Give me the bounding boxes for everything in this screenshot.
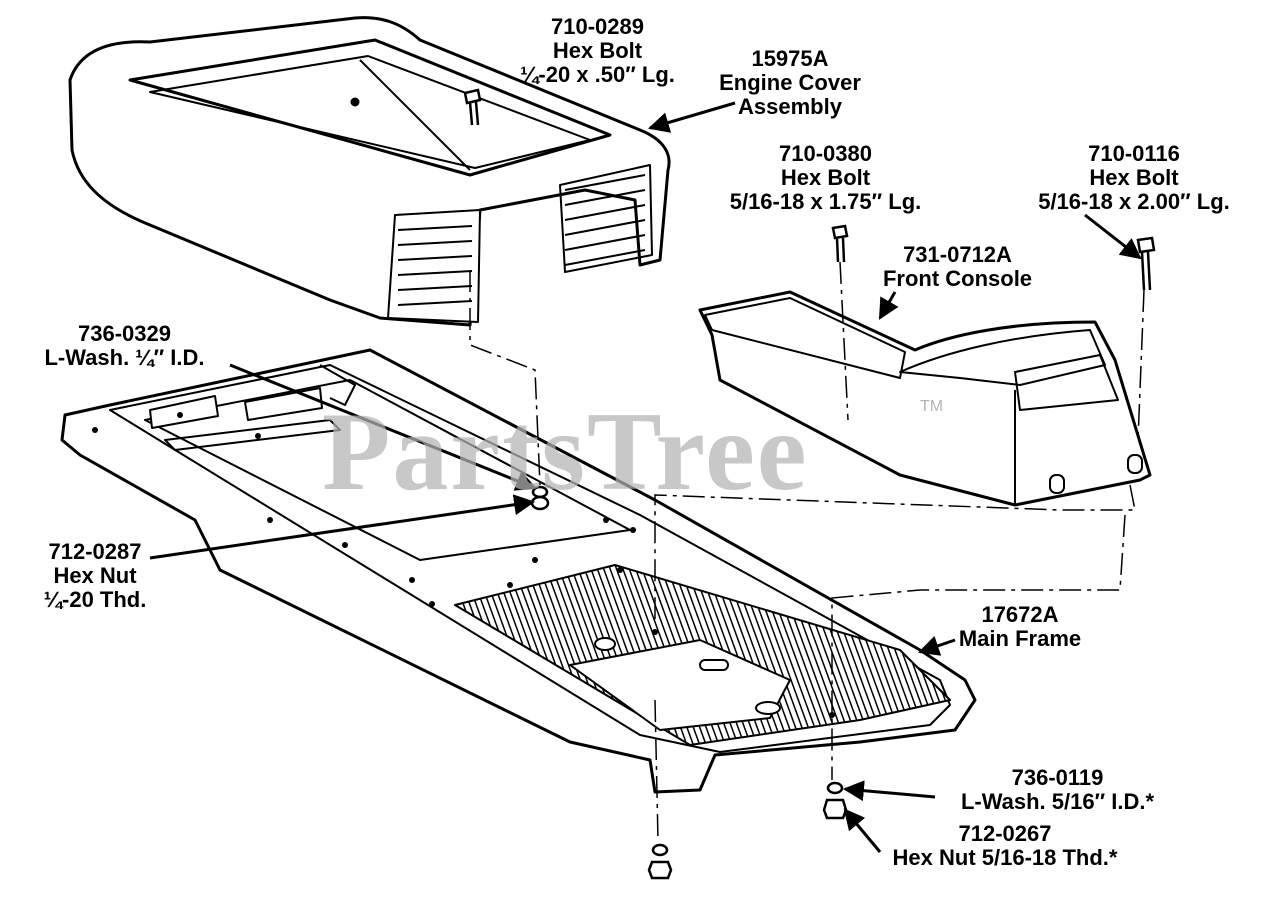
watermark: PartsTree (322, 390, 809, 514)
part-number: 712-0267 (958, 821, 1052, 846)
callout-front-console-731-0712A: 731-0712A Front Console (860, 243, 1055, 291)
part-number: 736-0329 (78, 321, 171, 346)
part-name: Hex Bolt (552, 38, 643, 63)
part-name: Hex Bolt (1089, 165, 1179, 190)
callout-hex-bolt-710-0289: 710-0289 Hex Bolt ¼-20 x .50″ Lg. (490, 15, 705, 87)
part-name: Hex Bolt (780, 165, 871, 190)
part-number: 710-0289 (551, 14, 644, 39)
callout-lock-washer-736-0329: 736-0329 L-Wash. ¼″ I.D. (12, 322, 237, 370)
callout-lock-washer-736-0119: 736-0119 L-Wash. 5/16″ I.D.* (930, 766, 1185, 814)
part-spec: 5/16-18 x 1.75″ Lg. (729, 189, 922, 214)
part-number: 736-0119 (1011, 765, 1104, 790)
assembly-center-lines (469, 261, 1145, 841)
callout-engine-cover-15975A: 15975A Engine Cover Assembly (700, 47, 880, 119)
callout-main-frame-17672A: 17672A Main Frame (940, 603, 1100, 651)
part-name: Main Frame (958, 626, 1082, 651)
part-name: Hex Nut (53, 563, 137, 588)
callout-hex-bolt-710-0116: 710-0116 Hex Bolt 5/16-18 x 2.00″ Lg. (1005, 142, 1263, 214)
part-name-line2: Assembly (738, 94, 842, 119)
part-number: 710-0380 (779, 141, 872, 166)
part-number: 17672A (981, 602, 1059, 627)
part-name: Hex Nut 5/16-18 Thd.* (892, 845, 1118, 870)
part-number: 712-0287 (48, 539, 142, 564)
part-number: 731-0712A (903, 242, 1012, 267)
callout-hex-bolt-710-0380: 710-0380 Hex Bolt 5/16-18 x 1.75″ Lg. (698, 142, 953, 214)
part-spec: ¼-20 Thd. (43, 587, 147, 612)
part-name: Front Console (882, 266, 1033, 291)
part-number: 710-0116 (1088, 141, 1180, 166)
engine-cover-part (68, 16, 671, 327)
part-spec: ¼-20 x .50″ Lg. (520, 62, 675, 87)
part-spec: 5/16-18 x 2.00″ Lg. (1038, 189, 1230, 214)
front-console-part (698, 290, 1152, 507)
callout-hex-nut-712-0287: 712-0287 Hex Nut ¼-20 Thd. (20, 540, 170, 612)
part-name: L-Wash. ¼″ I.D. (44, 345, 205, 370)
trademark-mark: TM (920, 398, 944, 415)
leader-lines (149, 101, 1142, 853)
fasteners (463, 88, 1156, 880)
part-number: 15975A (751, 46, 829, 71)
part-name: L-Wash. 5/16″ I.D.* (960, 789, 1155, 814)
part-name: Engine Cover (719, 70, 861, 95)
callout-hex-nut-712-0267: 712-0267 Hex Nut 5/16-18 Thd.* (860, 822, 1150, 870)
